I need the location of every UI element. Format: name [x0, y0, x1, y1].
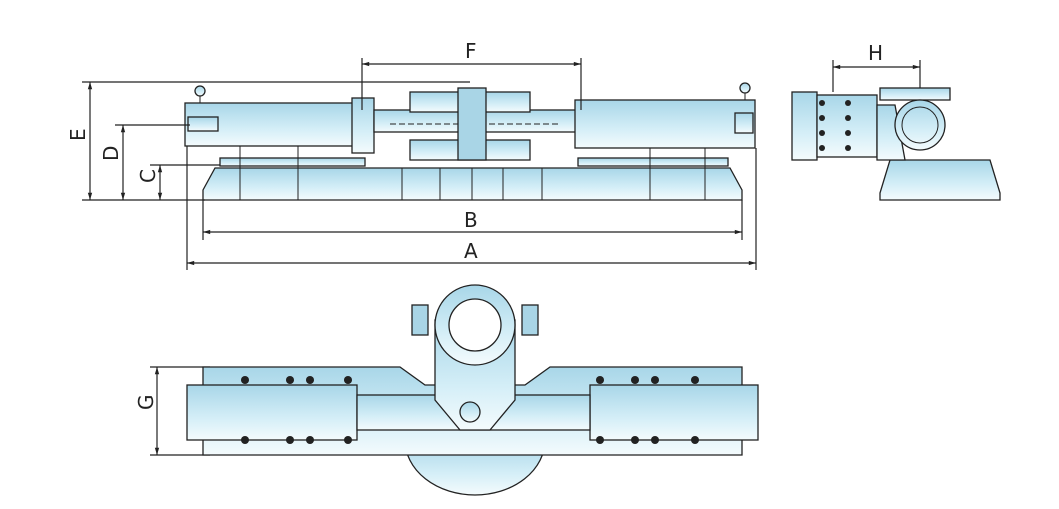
end-plate	[791, 91, 818, 161]
right-pressure-gauge-icon	[739, 82, 751, 94]
end-base	[879, 159, 1001, 201]
dim-label-f: F	[465, 39, 477, 63]
dim-label-a: A	[464, 239, 478, 263]
plan-bolts	[241, 376, 699, 444]
dim-label-b: B	[464, 208, 478, 232]
right-mount-plate	[577, 157, 729, 167]
plan-right-cylinder	[589, 384, 759, 441]
right-hydraulic-cylinder	[574, 99, 756, 149]
dimension-labels: F E D C B A H G	[66, 39, 883, 410]
plan-view	[186, 284, 759, 496]
left-mount-plate	[219, 157, 366, 167]
dim-label-d: D	[99, 146, 123, 161]
left-pressure-gauge-icon	[194, 85, 206, 97]
side-elevation-view	[184, 82, 756, 201]
dim-label-c: C	[136, 169, 160, 183]
plan-hub-bore	[448, 298, 502, 352]
left-cylinder-flange	[351, 97, 375, 154]
clamp-center-section	[457, 87, 487, 161]
dim-label-g: G	[134, 395, 158, 411]
dimension-lines	[82, 58, 921, 456]
left-valve-block	[187, 116, 219, 132]
plan-left-cylinder	[186, 384, 358, 441]
end-view	[791, 87, 1001, 201]
dim-label-h: H	[868, 41, 883, 65]
right-cylinder-cap	[734, 112, 754, 134]
dim-label-e: E	[66, 128, 90, 141]
